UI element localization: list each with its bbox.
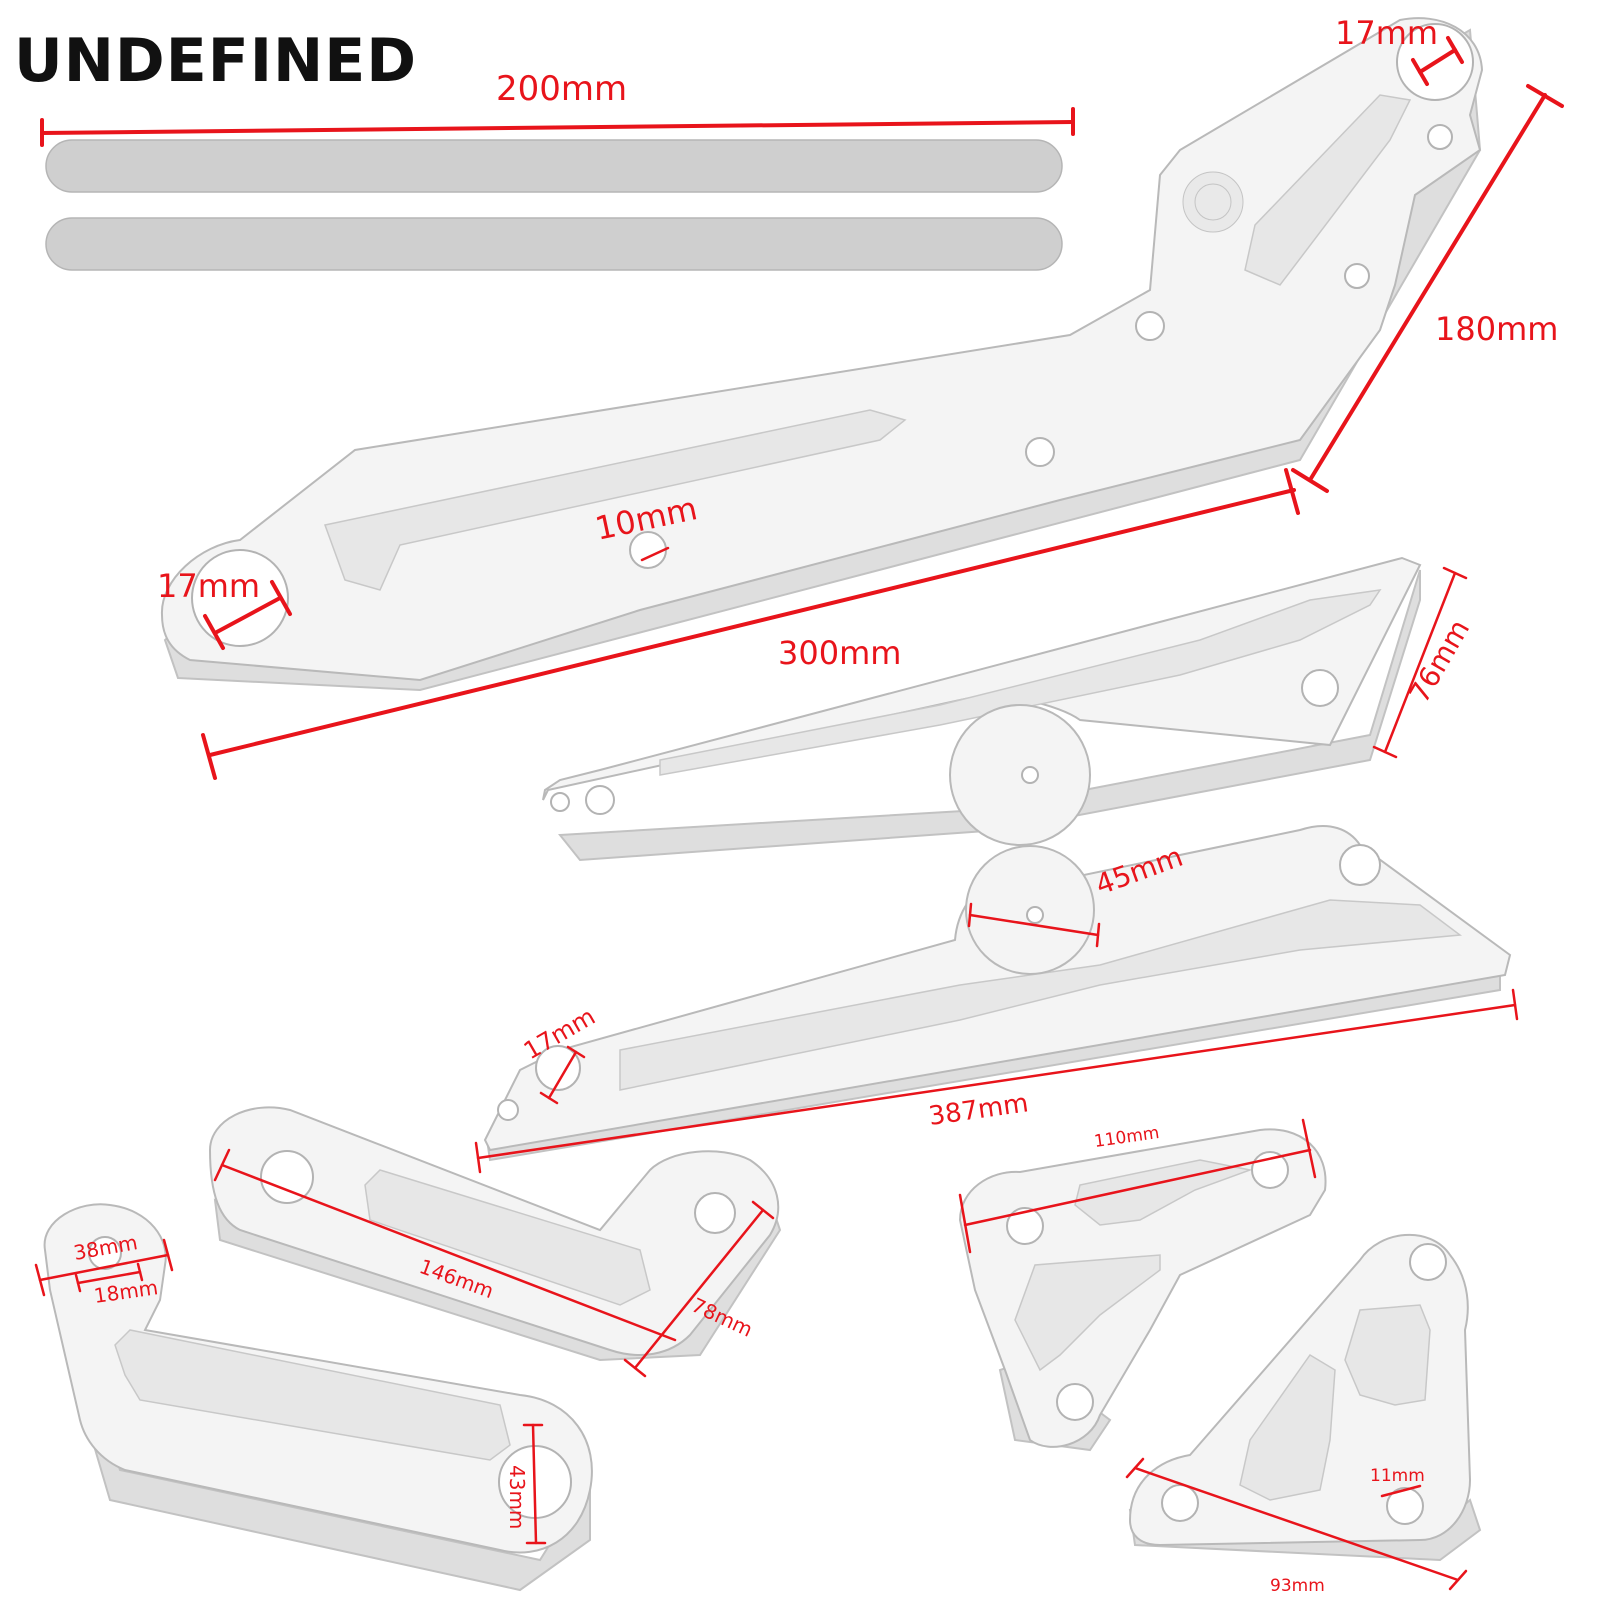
plate-bottom — [1128, 1234, 1482, 1562]
label-lower-length: 387mm — [927, 1088, 1030, 1132]
label-main-height: 180mm — [1435, 310, 1558, 348]
brand-logo-text: UNDEFINED — [14, 26, 418, 96]
label-main-hole-left: 17mm — [157, 567, 260, 605]
plate-top-body — [958, 1128, 1327, 1448]
left-link-long — [43, 1203, 593, 1592]
main-bracket-hole-left — [191, 549, 289, 647]
label-main-hole-top: 17mm — [1335, 14, 1438, 52]
label-plate-hole: 11mm — [1370, 1466, 1425, 1486]
rod-top — [45, 139, 1063, 193]
lower-bracket — [483, 825, 1512, 1162]
label-rod-length: 200mm — [496, 69, 627, 109]
rod-bottom — [45, 217, 1063, 271]
plate-top — [958, 1128, 1327, 1452]
label-plate-base: 93mm — [1270, 1576, 1325, 1596]
dimension-lines — [34, 36, 1564, 1591]
left-link-short — [208, 1106, 782, 1362]
label-bracket-height: 76mm — [1402, 614, 1476, 709]
label-main-length: 300mm — [778, 634, 901, 672]
label-plate-width: 110mm — [1093, 1123, 1161, 1152]
rod-pair — [45, 139, 1063, 271]
middle-bracket — [542, 556, 1422, 862]
main-bracket — [160, 17, 1484, 692]
label-link-end: 43mm — [505, 1465, 529, 1529]
